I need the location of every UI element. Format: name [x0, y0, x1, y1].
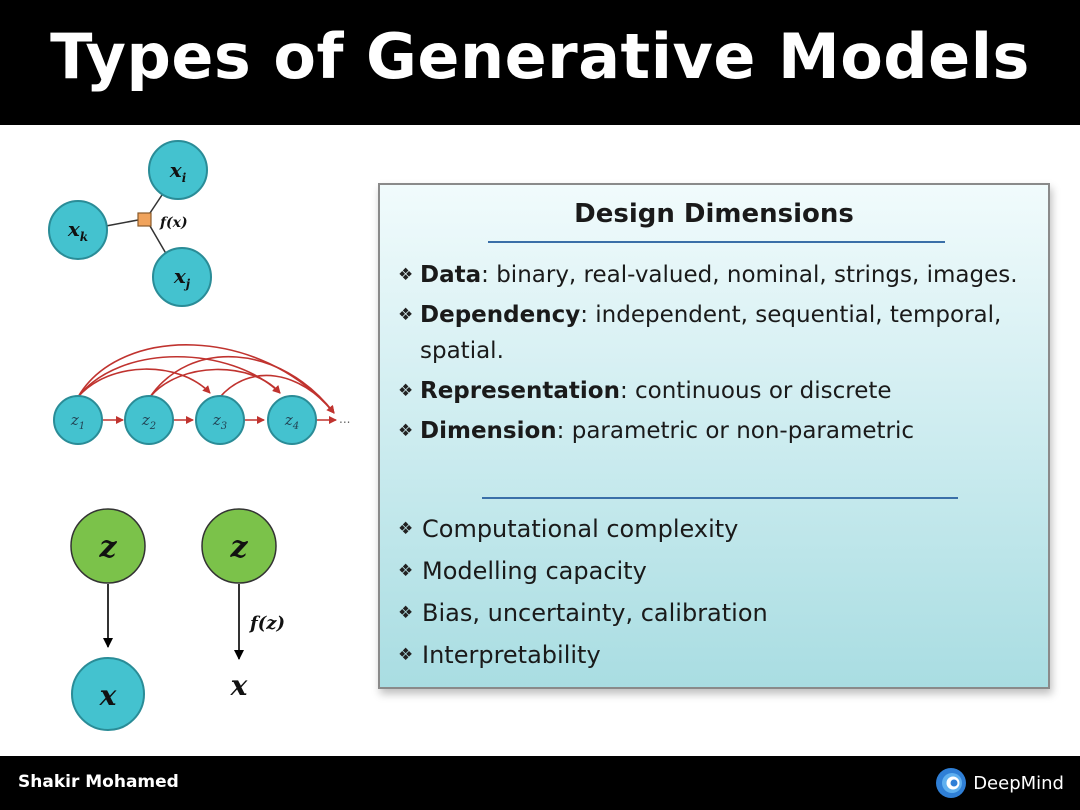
- node-z-1: [53, 395, 103, 445]
- prescribed-latent-model: z x: [70, 508, 146, 731]
- dimensions-list: ❖ Data: binary, real-valued, nominal, st…: [398, 257, 1038, 453]
- brand: DeepMind: [935, 766, 1064, 800]
- diamond-bullet-icon: ❖: [398, 305, 414, 325]
- list-item: ❖ Bias, uncertainty, calibration: [398, 595, 1038, 631]
- title-bar: Types of Generative Models: [0, 0, 1080, 125]
- label-x-implicit: x: [230, 669, 248, 702]
- diamond-bullet-icon: ❖: [398, 603, 414, 623]
- sequence-ellipsis: ...: [339, 412, 350, 426]
- slide-title: Types of Generative Models: [50, 20, 1030, 93]
- section-divider: [482, 497, 958, 499]
- implicit-latent-model: z f(z) x: [201, 508, 285, 702]
- diamond-bullet-icon: ❖: [398, 421, 414, 441]
- sequence-model: z1 z2 z3 z4 ...: [53, 344, 350, 445]
- title-divider: [488, 241, 945, 243]
- label-z-prescribed: z: [98, 530, 117, 565]
- node-x-observed: [71, 657, 145, 731]
- node-z-prescribed: [70, 508, 146, 584]
- node-x-j: [152, 247, 212, 307]
- label-z-implicit: z: [229, 530, 248, 565]
- list-item: ❖ Representation: continuous or discrete: [398, 373, 1038, 409]
- criteria-list: ❖ Computational complexity ❖ Modelling c…: [398, 511, 1038, 679]
- panel-title: Design Dimensions: [574, 199, 854, 229]
- brand-name: DeepMind: [973, 772, 1064, 794]
- factor-square: [137, 212, 152, 227]
- design-dimensions-panel: Design Dimensions ❖ Data: binary, real-v…: [378, 183, 1050, 689]
- footer-bar: Shakir Mohamed DeepMind: [0, 756, 1080, 810]
- diamond-bullet-icon: ❖: [398, 381, 414, 401]
- label-f-z: f(z): [248, 613, 285, 634]
- node-z-3: [195, 395, 245, 445]
- diamond-bullet-icon: ❖: [398, 519, 414, 539]
- diamond-bullet-icon: ❖: [398, 265, 414, 285]
- diamond-bullet-icon: ❖: [398, 645, 414, 665]
- list-item: ❖ Computational complexity: [398, 511, 1038, 547]
- node-z-implicit: [201, 508, 277, 584]
- label-x-observed: x: [99, 679, 117, 712]
- model-diagrams: xi xk xj f(x) z1 z2 z3 z4 ... z x: [48, 140, 350, 731]
- node-x-i: [148, 140, 208, 200]
- list-item: ❖ Modelling capacity: [398, 553, 1038, 589]
- factor-graph: xi xk xj f(x): [48, 140, 212, 307]
- diamond-bullet-icon: ❖: [398, 561, 414, 581]
- list-item: ❖ Dependency: independent, sequential, t…: [398, 297, 1038, 369]
- list-item: ❖ Interpretability: [398, 637, 1038, 673]
- list-item: ❖ Data: binary, real-valued, nominal, st…: [398, 257, 1038, 293]
- author-name: Shakir Mohamed: [18, 772, 179, 792]
- deepmind-logo-icon: [936, 768, 967, 798]
- node-z-4: [267, 395, 317, 445]
- factor-label: f(x): [159, 215, 188, 231]
- list-item: ❖ Dimension: parametric or non-parametri…: [398, 413, 1038, 449]
- node-x-k: [48, 200, 108, 260]
- node-z-2: [124, 395, 174, 445]
